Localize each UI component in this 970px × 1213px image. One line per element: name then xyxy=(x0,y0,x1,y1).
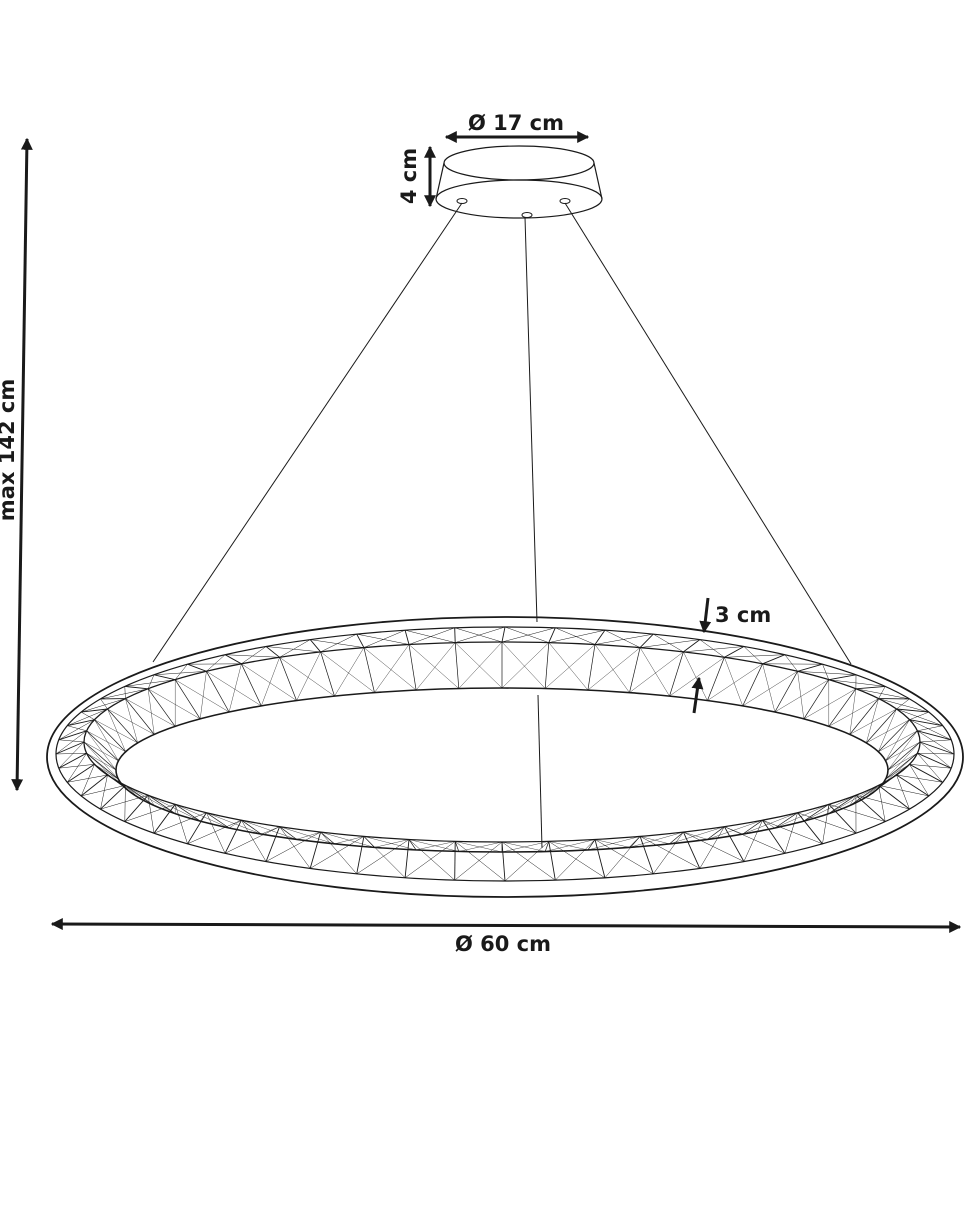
ring-diameter-label: Ø 60 cm xyxy=(455,932,551,956)
crystal-facets xyxy=(55,626,955,882)
total-height-label: max 142 cm xyxy=(0,379,19,521)
suspension-cables xyxy=(152,202,852,849)
ring-thickness-label: 3 cm xyxy=(715,603,771,627)
canopy xyxy=(435,145,603,219)
canopy-height-label: 4 cm xyxy=(397,148,421,204)
canopy-diameter-label: Ø 17 cm xyxy=(468,111,564,135)
total-height-dimension: max 142 cm xyxy=(0,137,33,792)
ring-diameter-dimension: Ø 60 cm xyxy=(50,918,962,956)
canopy-height-dimension: 4 cm xyxy=(397,145,436,208)
ring-thickness-dimension: 3 cm xyxy=(691,597,771,714)
crystal-ring xyxy=(46,616,964,898)
canopy-diameter-dimension: Ø 17 cm xyxy=(444,111,590,143)
